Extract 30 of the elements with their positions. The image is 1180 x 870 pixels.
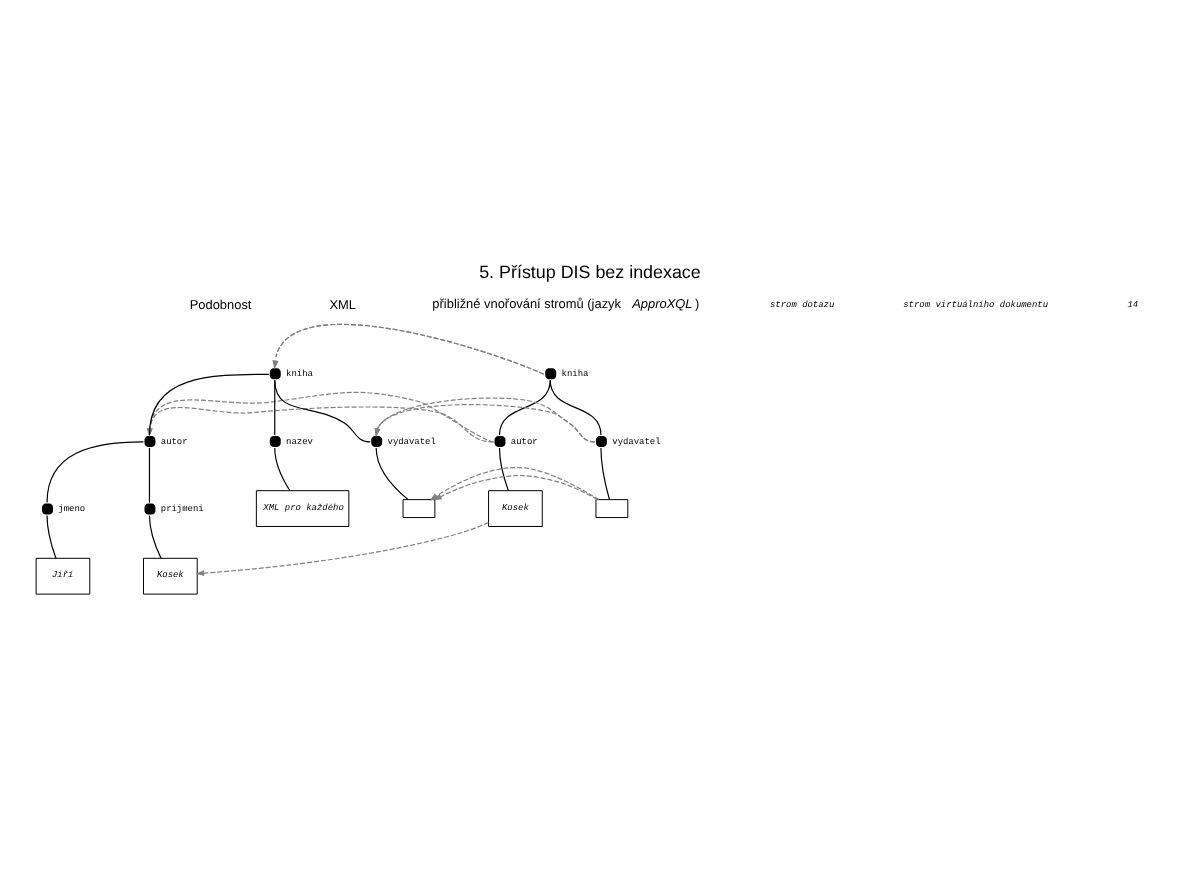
connector [274,447,291,492]
node-box [595,499,629,519]
connector [549,379,602,436]
node-circle [144,436,156,447]
node-circle [269,368,281,380]
connector [148,373,270,436]
connector [148,514,162,559]
connector [375,447,409,501]
arrow [374,397,596,443]
connector [600,447,611,501]
arrow [272,323,545,375]
arrow [429,467,600,501]
arrow [195,522,489,577]
connector [498,379,551,436]
connector [46,514,57,559]
node-circle [494,436,506,447]
diagram-title: 5. Přístup DIS bez indexace [479,262,701,283]
node-circle [42,503,53,515]
node-circle [269,436,281,447]
connector [148,447,151,504]
node-circle [371,436,383,447]
connector [498,447,509,492]
arrow [146,391,495,443]
node-circle [545,368,557,380]
node-circle [595,436,607,447]
node-circle [144,503,156,515]
node-box [402,499,436,519]
connector [274,379,371,443]
connector [46,441,145,504]
connector [274,379,276,436]
